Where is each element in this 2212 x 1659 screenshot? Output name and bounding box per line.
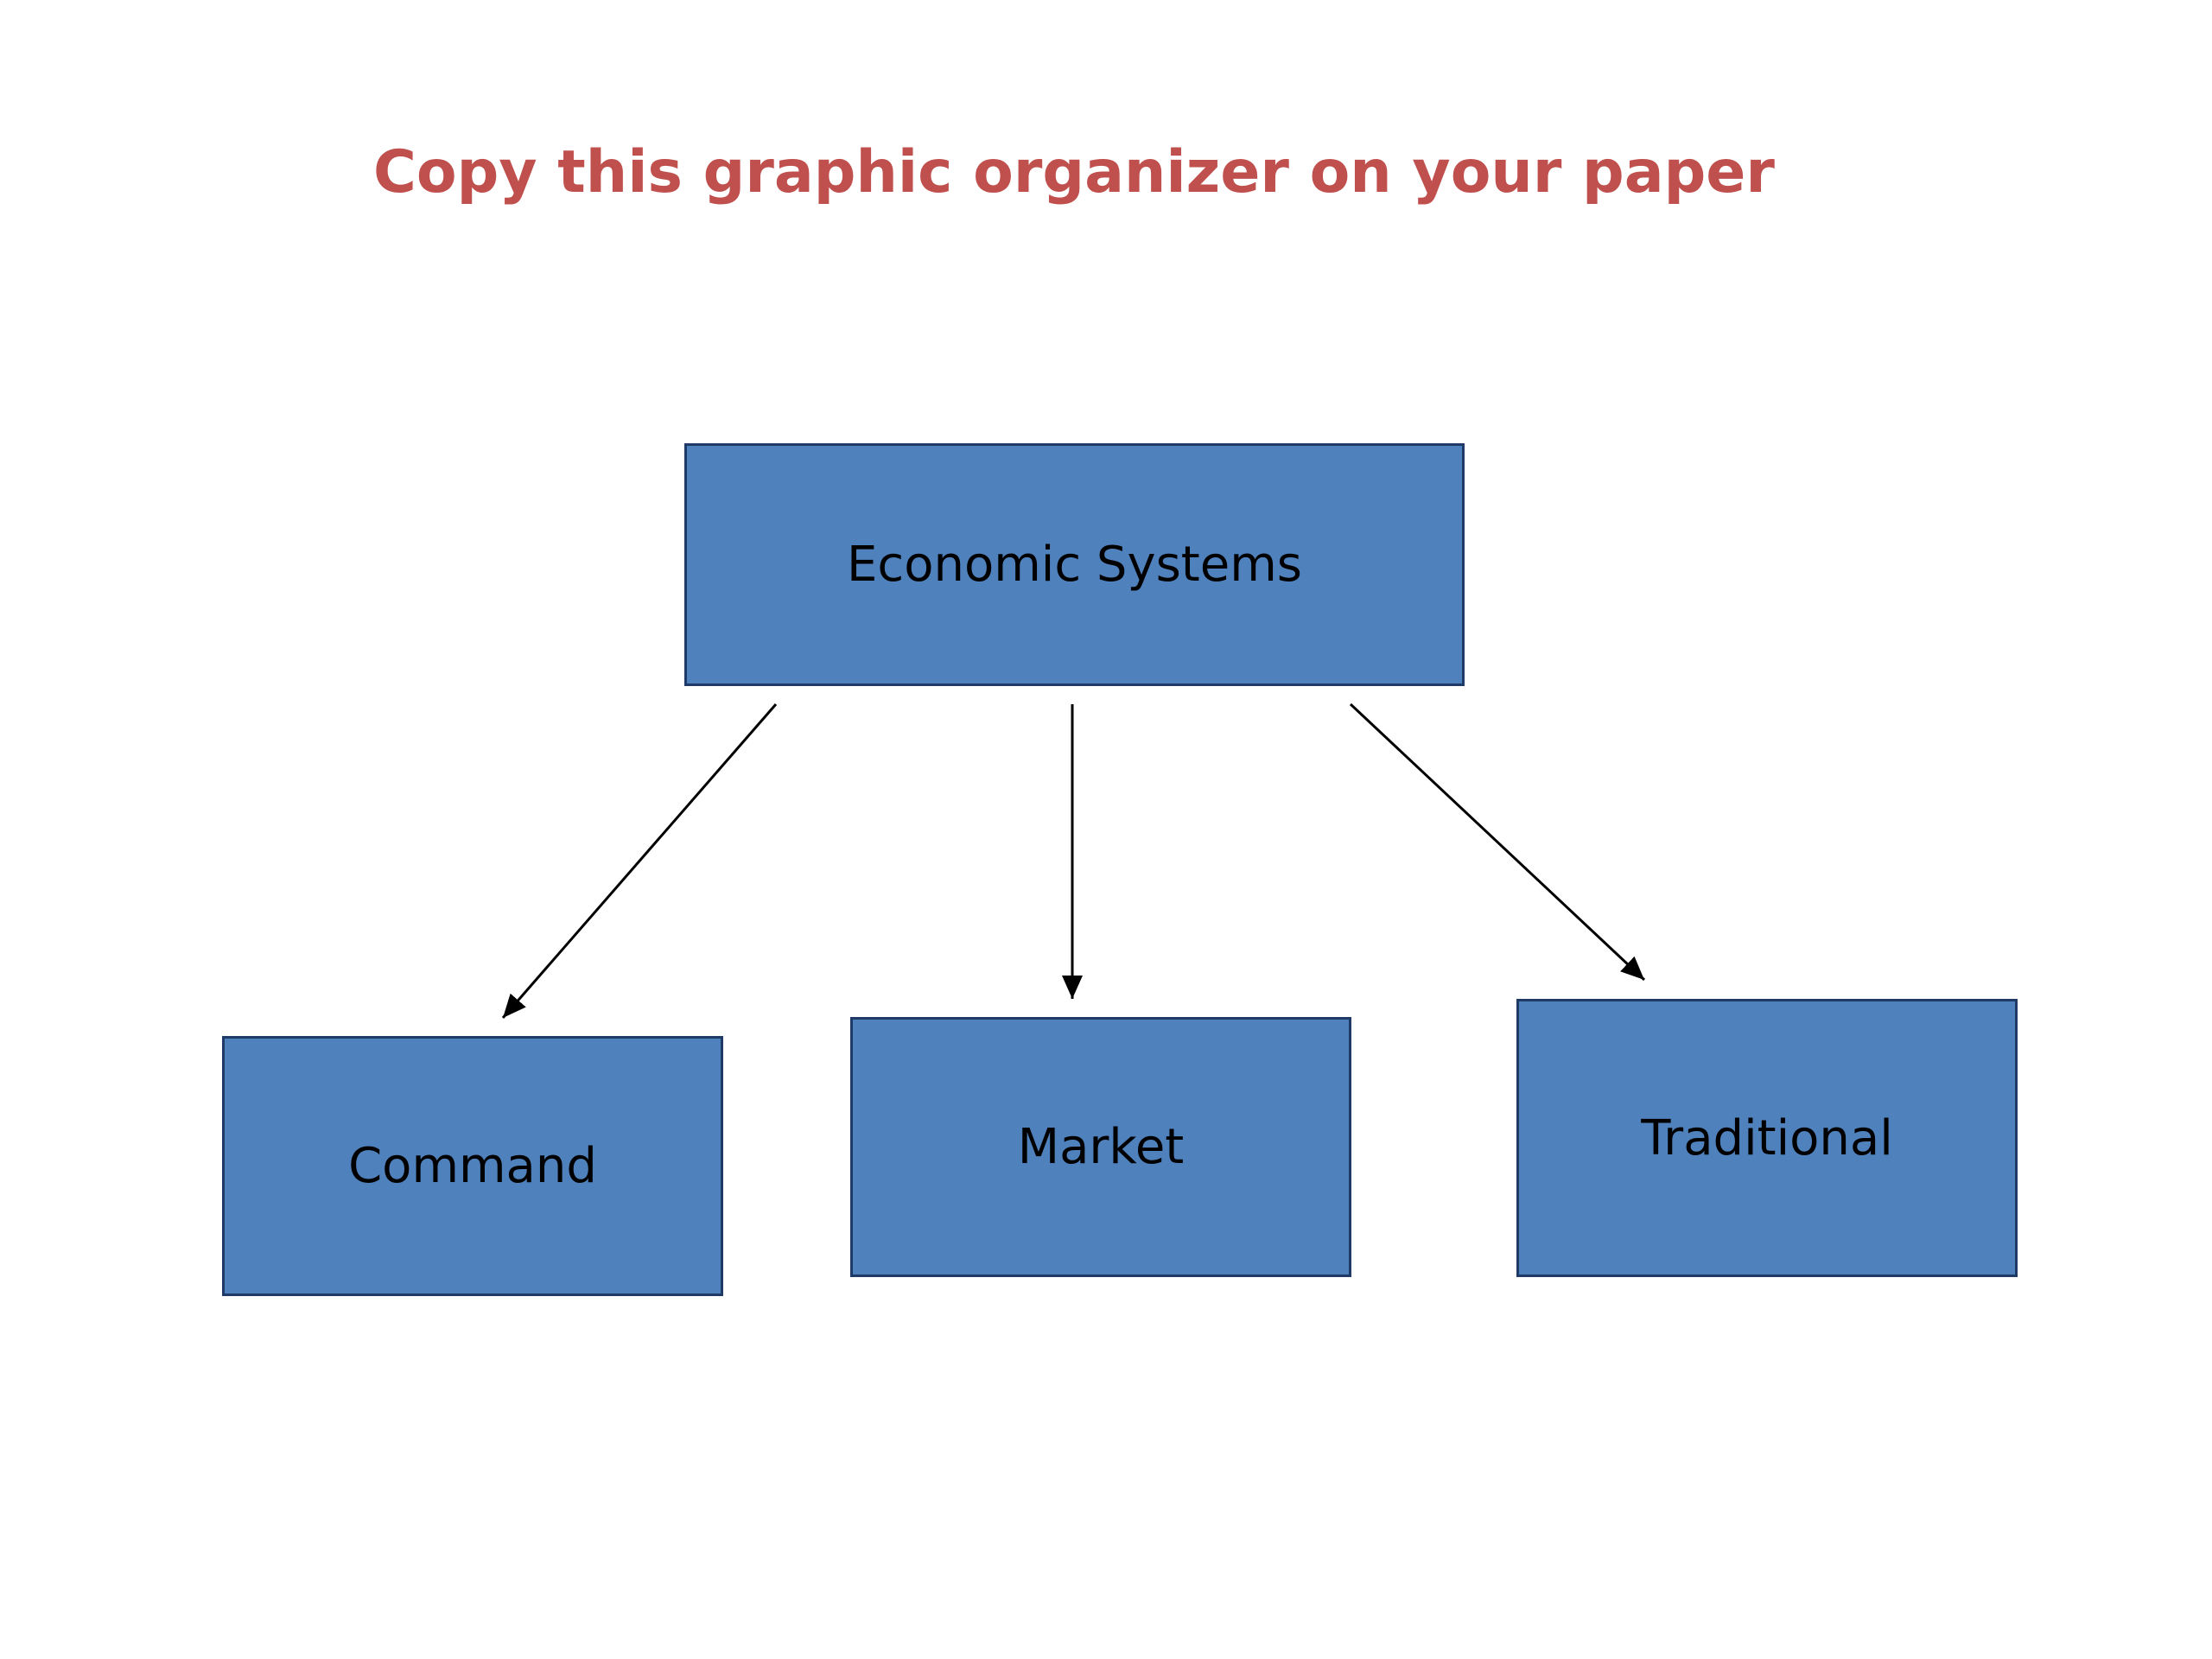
node-label: Traditional [1641, 1109, 1893, 1166]
arrow-to-command [501, 703, 778, 1019]
node-traditional: Traditional [1516, 999, 2018, 1277]
slide-title: Copy this graphic organizer on your pape… [373, 138, 1775, 207]
node-command: Command [222, 1036, 723, 1296]
node-label: Market [1017, 1119, 1185, 1175]
node-economic-systems: Economic Systems [684, 443, 1465, 686]
node-label: Economic Systems [847, 537, 1302, 593]
node-market: Market [850, 1017, 1351, 1277]
arrow-to-traditional [1349, 702, 1646, 982]
node-label: Command [348, 1138, 597, 1194]
